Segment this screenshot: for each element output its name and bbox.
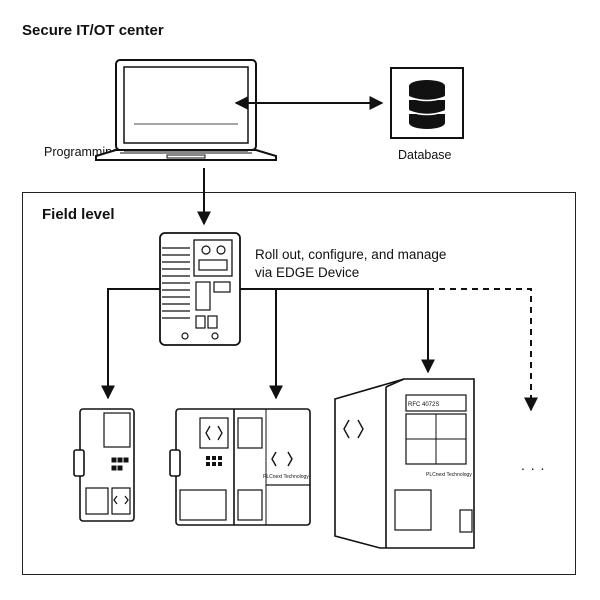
controller-large-model: RFC 4072S xyxy=(408,402,439,408)
controller-medium-icon xyxy=(169,408,311,526)
controller-large-rfc-icon xyxy=(334,378,475,549)
laptop-icon xyxy=(95,59,277,161)
controller-large-brand: PLCnext Technology xyxy=(426,472,472,478)
database-icon xyxy=(390,67,464,139)
section-title-it-center: Secure IT/OT center xyxy=(22,22,164,39)
edge-distribution-links xyxy=(101,288,538,412)
edge-device-icon xyxy=(159,232,241,346)
section-title-field-level: Field level xyxy=(42,206,115,223)
controller-small-icon xyxy=(73,408,135,522)
edge-note: Roll out, configure, and manage via EDGE… xyxy=(255,246,446,282)
field-level-frame xyxy=(22,192,576,575)
edge-note-line2: via EDGE Device xyxy=(255,265,360,280)
edge-note-line1: Roll out, configure, and manage xyxy=(255,247,447,262)
controller-medium-brand: PLCnext Technology xyxy=(263,474,309,480)
database-label: Database xyxy=(398,148,452,162)
more-devices-marker: . . . xyxy=(521,457,546,473)
